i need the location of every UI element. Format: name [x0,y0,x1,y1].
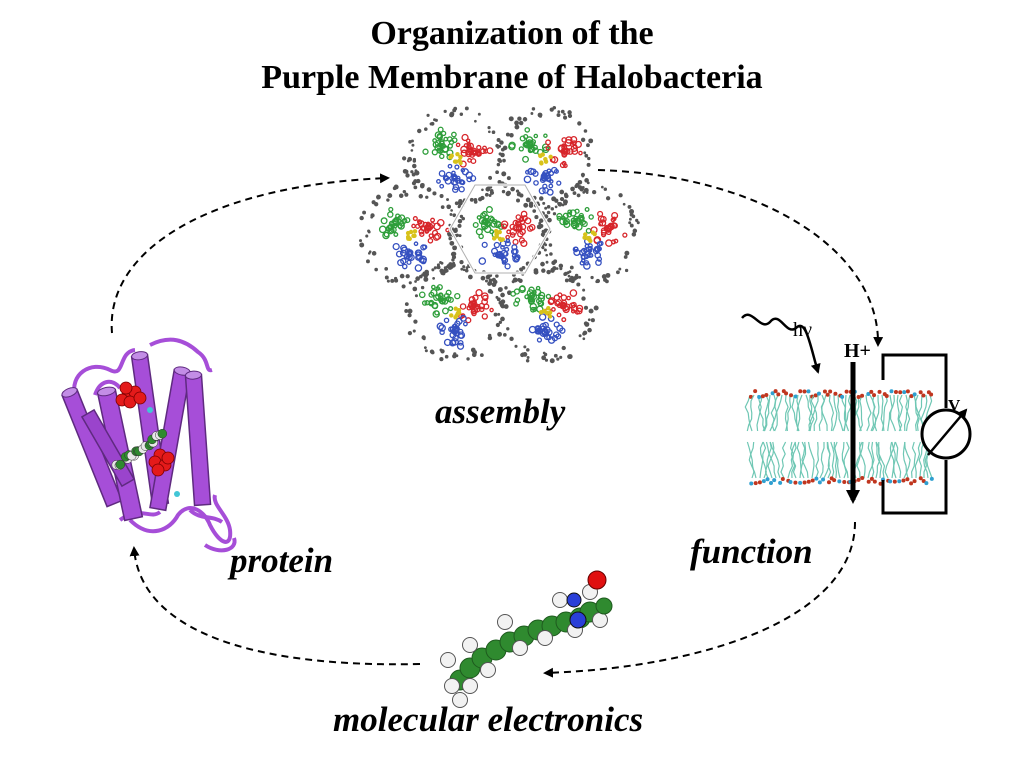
trimer [493,259,599,364]
protein-caption: protein [230,541,334,580]
light-energy-label: hν [793,319,813,341]
trimer [496,105,594,211]
membrane-function-image [741,313,972,515]
trimer [447,183,549,286]
trimer [358,183,463,289]
trimer [404,259,509,362]
assembly-lattice-image [358,105,640,364]
title-line-2: Purple Membrane of Halobacteria [261,59,763,96]
voltmeter-label: V [948,396,961,415]
title-line-1: Organization of the [370,15,654,52]
trimer [402,106,508,210]
light-wave-arrow [741,313,821,374]
voltmeter-symbol [920,408,972,460]
protein-structure-image [61,337,237,553]
circuit-wires [881,353,948,515]
trimer [536,182,640,287]
function-caption: function [690,532,813,571]
cycle-arrows [110,169,884,678]
arrow-molecular-to-protein [129,546,421,666]
assembly-caption: assembly [435,392,566,431]
chromophore-molecule-image [440,570,613,708]
arrow-protein-to-assembly [110,173,390,334]
arrow-function-to-molecular [543,521,856,678]
molecular-electronics-caption: molecular electronics [333,700,644,739]
arrow-assembly-to-function [597,169,884,347]
proton-label: H+ [844,340,871,362]
